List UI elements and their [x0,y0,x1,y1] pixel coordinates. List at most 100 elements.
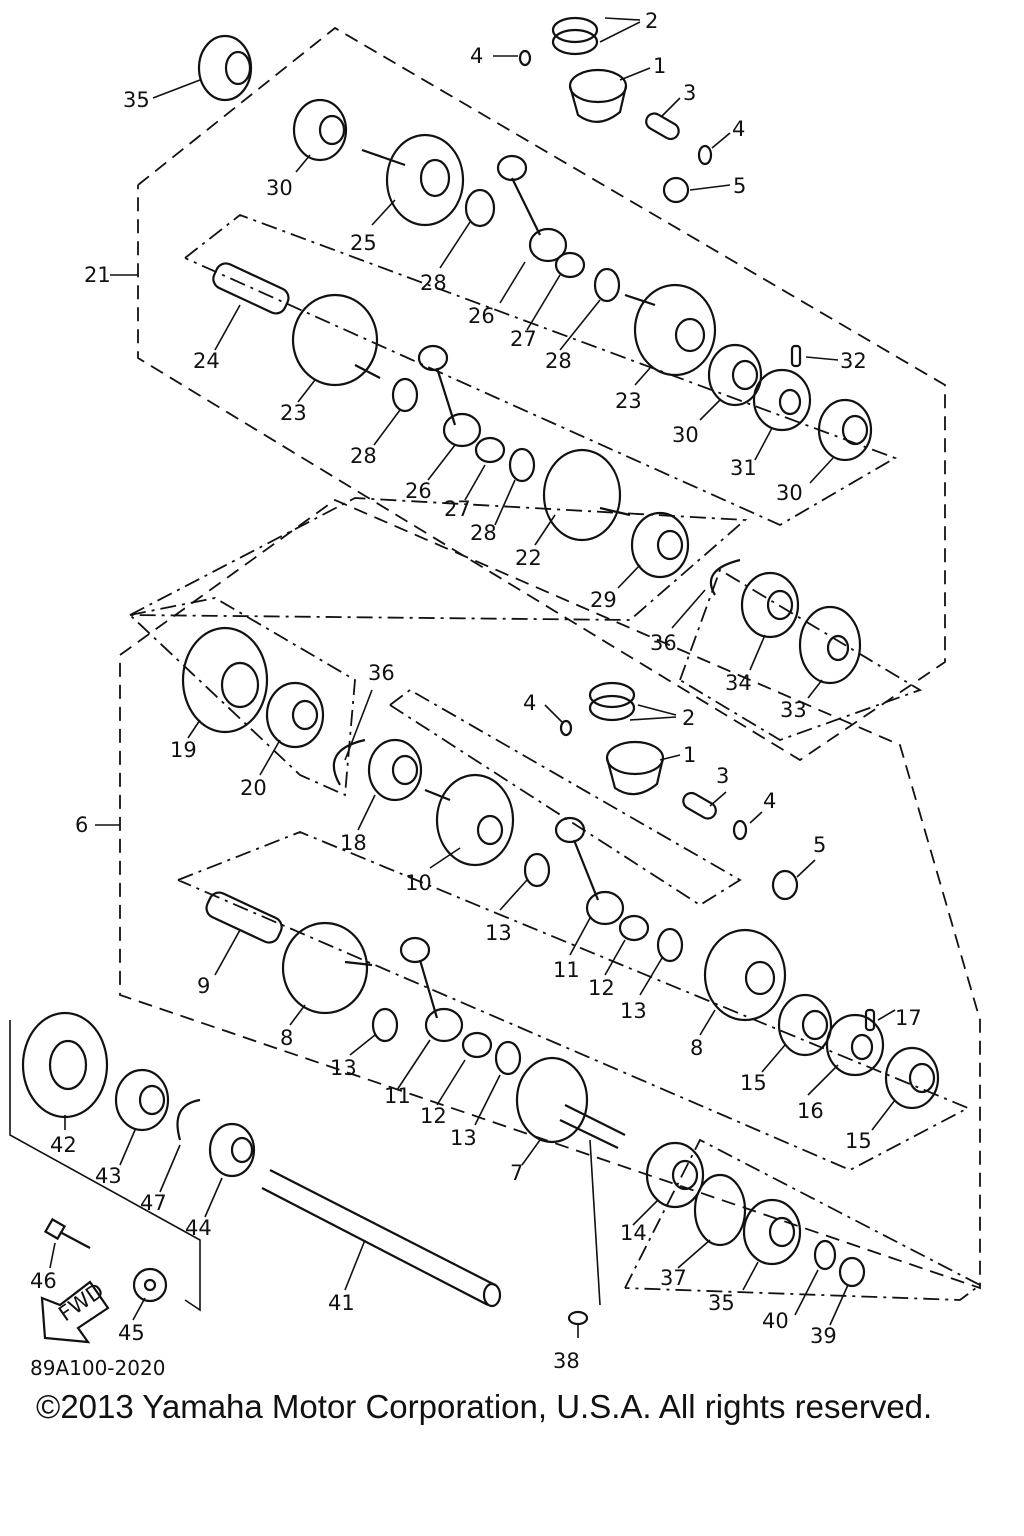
conrod-26-upper [496,154,568,263]
callout-8b: 8 [690,1036,703,1060]
seal-37 [693,1173,747,1247]
bearing-30c [817,398,873,462]
callout-36a: 36 [650,631,677,655]
callout-32: 32 [840,349,867,373]
piston-1-lower [605,740,665,796]
callout-25: 25 [350,231,377,255]
frame-33-34 [679,568,923,741]
crank-web-10 [424,773,515,867]
bearing-43 [114,1068,170,1132]
crank-web-25 [361,133,465,227]
callout-2b: 2 [682,706,695,730]
circlip-36b [332,738,366,786]
bearing-27a [554,251,586,279]
circlip-4c [559,719,573,737]
shaft-41 [261,1169,502,1308]
washer-28b [593,267,621,303]
callout-28a: 28 [420,271,447,295]
circlip-36a [709,558,741,596]
callout-45: 45 [118,1321,145,1345]
washer-40 [813,1239,837,1271]
callout-27b: 27 [444,497,471,521]
callout-23a: 23 [280,401,307,425]
piston-ring-2-lower [588,681,636,722]
washer-13d [494,1040,522,1076]
conrod-26-lower [417,344,482,448]
circlip-4b [697,144,713,166]
callout-22: 22 [515,546,542,570]
crank-web-23a [291,293,381,387]
callout-9: 9 [197,974,210,998]
callout-13d: 13 [450,1126,477,1150]
callout-27a: 27 [510,327,537,351]
nut-39 [838,1256,866,1288]
bearing-12a [618,914,650,942]
crankshaft-assembly-frame-21 [137,26,946,762]
callout-20: 20 [240,776,267,800]
bolt-46 [43,1217,91,1249]
callout-2a: 2 [645,9,658,33]
washer-13c [371,1007,399,1043]
crankshaft-7 [515,1056,626,1149]
callout-13b: 13 [620,999,647,1023]
callout-35a: 35 [123,88,150,112]
bearing-20 [265,681,325,749]
crank-web-8b [703,928,787,1022]
callout-26a: 26 [468,304,495,328]
callout-29: 29 [590,588,617,612]
dowel-pin-17 [864,1008,876,1032]
callout-38: 38 [553,1349,580,1373]
conrod-11-lower [399,936,464,1043]
crank-web-8a [281,921,373,1015]
callout-14: 14 [620,1221,647,1245]
callout-37: 37 [660,1266,687,1290]
crank-pin-24 [212,262,290,315]
crank-inner-frame-mid [177,831,971,1171]
callout-46: 46 [30,1269,57,1293]
leader-38 [589,1139,601,1306]
callout-19: 19 [170,738,197,762]
callout-15a: 15 [740,1071,767,1095]
bearing-29 [630,511,690,579]
callout-28c: 28 [350,444,377,468]
callout-11a: 11 [553,958,580,982]
callout-33: 33 [780,698,807,722]
callout-12b: 12 [420,1104,447,1128]
callout-1a: 1 [653,54,666,78]
gear-19 [181,626,269,734]
frame-42-45 [9,1020,201,1312]
callout-3a: 3 [683,81,696,105]
bearing-30b [707,343,763,407]
crank-inner-frame-19-20 [129,597,356,797]
callout-30b: 30 [672,423,699,447]
callout-7: 7 [510,1161,523,1185]
crankshaft-assembly-frame-6 [119,498,981,1290]
bearing-5-lower [771,869,799,901]
callout-44: 44 [185,1216,212,1240]
callout-30c: 30 [776,481,803,505]
callout-5a: 5 [733,174,746,198]
washer-28c [391,377,419,413]
callout-17: 17 [895,1006,922,1030]
key-38 [567,1310,589,1326]
pin-3-upper [645,112,680,141]
fwd-label: FWD [54,1278,108,1326]
oil-pump-drive-16 [825,1013,885,1077]
dowel-pin-32 [790,344,802,368]
callout-labels: 2 4 1 35 3 4 30 5 25 21 28 24 26 27 28 3… [30,9,922,1373]
callout-13c: 13 [330,1056,357,1080]
crank-inner-frame-lower [129,497,748,621]
crank-web-22 [542,448,631,542]
callout-23b: 23 [615,389,642,413]
callout-12a: 12 [588,976,615,1000]
callout-26b: 26 [405,479,432,503]
bearing-35-top [197,34,253,102]
callout-30a: 30 [266,176,293,200]
copyright-notice: ©2013 Yamaha Motor Corporation, U.S.A. A… [36,1388,933,1425]
bearing-14 [645,1141,705,1209]
gear-42 [21,1011,109,1119]
callout-39: 39 [810,1324,837,1348]
crank-pin-9 [205,891,283,944]
drawing-code: 89A100-2020 [30,1356,166,1380]
bearing-18 [367,738,423,802]
